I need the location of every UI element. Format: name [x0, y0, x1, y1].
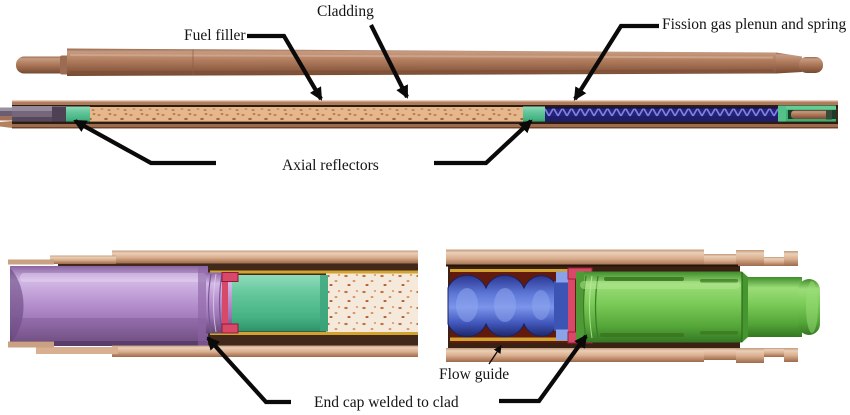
cladding-top	[12, 100, 838, 106]
label-axial-reflectors: Axial reflectors	[282, 157, 379, 174]
pin-right-tip	[799, 57, 823, 73]
clad-tube-right	[446, 249, 798, 363]
pin-end-fitting-right	[778, 105, 836, 123]
label-flow-guide: Flow guide	[439, 366, 510, 383]
weld-ring	[221, 272, 239, 334]
cladding-bottom	[12, 124, 838, 129]
fuel-filler-region	[88, 107, 525, 123]
plenum-spring	[447, 271, 570, 341]
arrow-to-flow-guide	[488, 345, 502, 365]
fuel-pin-exterior	[16, 48, 823, 76]
closeup-plenum	[446, 249, 820, 363]
pin-left-tip	[16, 56, 70, 74]
fuel-pellet-region	[326, 273, 418, 332]
pin-end-fitting-left	[0, 106, 66, 122]
arrow-to-weld-right	[499, 334, 588, 404]
arrow-to-plenum-spring	[573, 23, 659, 101]
end-cap-green	[576, 271, 820, 343]
axial-reflector-left	[64, 106, 90, 123]
end-cap-plug	[10, 266, 232, 346]
label-fission-gas: Fission gas plenun and spring	[662, 16, 847, 33]
label-end-cap-weld: End cap welded to clad	[314, 394, 459, 411]
reflector-block	[230, 275, 328, 332]
arrow-to-weld-left	[206, 336, 291, 405]
arrow-to-cladding	[369, 24, 409, 99]
label-cladding: Cladding	[317, 3, 374, 20]
arrow-to-reflector-left	[73, 119, 216, 166]
annotation-arrows	[73, 23, 659, 405]
axial-reflector-right	[523, 106, 545, 123]
arrow-to-reflector-right	[434, 119, 533, 166]
flow-guide-liner-top	[450, 269, 576, 272]
closeup-end-cap	[8, 250, 418, 357]
fuel-pin-cutaway	[0, 100, 838, 129]
label-fuel-filler: Fuel filler	[184, 27, 246, 44]
clad-tube-left	[8, 250, 418, 357]
arrow-to-fuel-filler	[247, 33, 323, 101]
